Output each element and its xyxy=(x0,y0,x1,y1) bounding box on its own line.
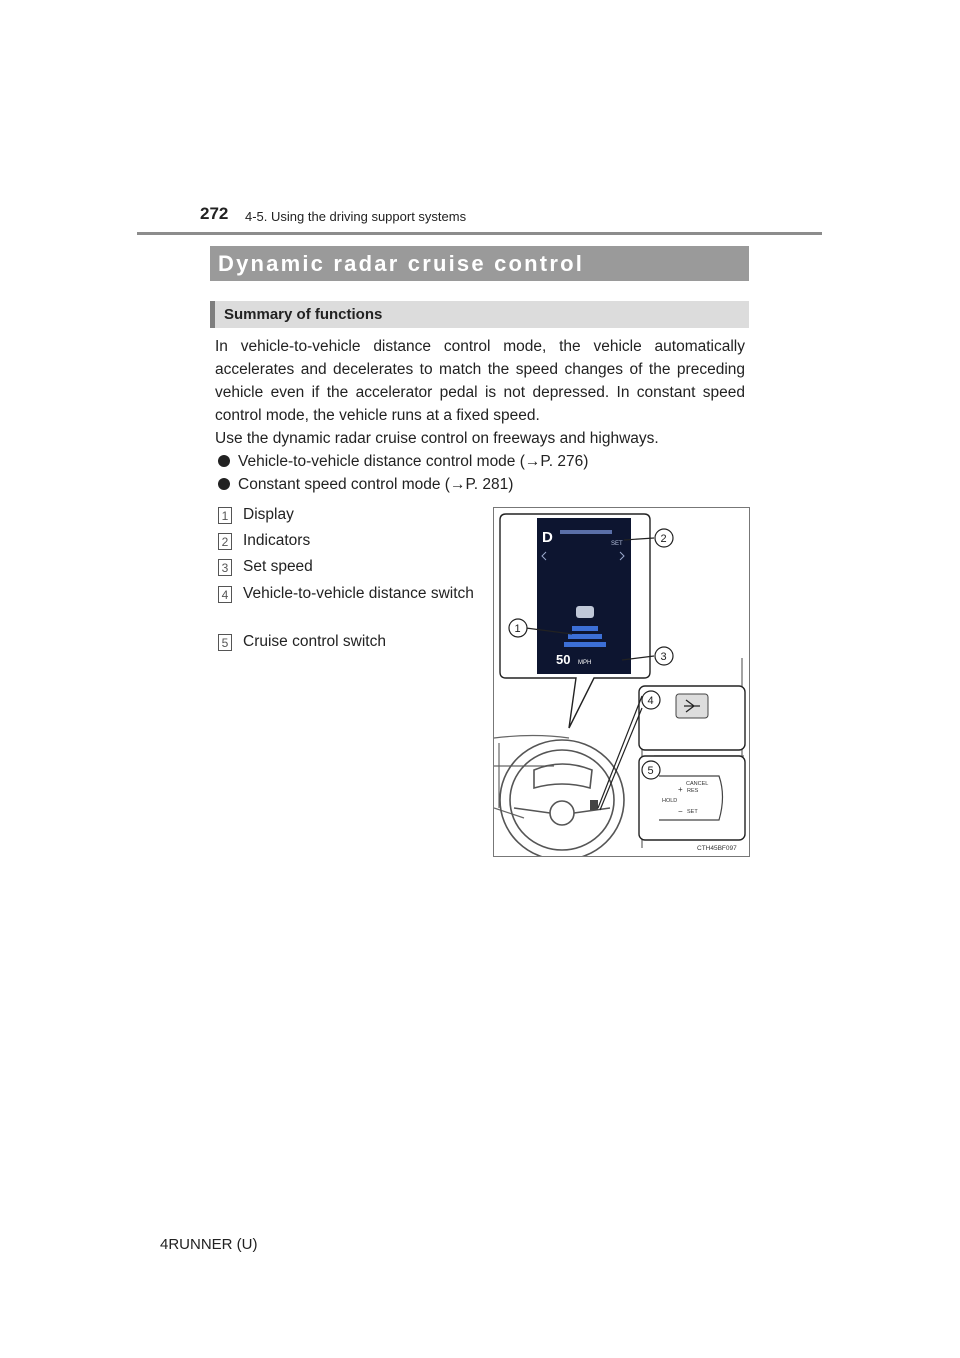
item-label-set-speed: Set speed xyxy=(243,558,313,575)
switch-label-hold: HOLD xyxy=(662,798,677,804)
page-number: 272 xyxy=(200,204,229,223)
item-label-distance-switch: Vehicle-to-vehicle distance switch xyxy=(243,585,474,602)
leader-lines xyxy=(525,537,655,811)
page-title: Dynamic radar cruise control xyxy=(218,250,585,276)
display-top-bar xyxy=(560,530,612,534)
callout-markers: 1 2 3 4 5 xyxy=(508,528,674,780)
item-number: 3 xyxy=(218,559,232,576)
switch-label-plus: + xyxy=(678,785,683,794)
bullet-text: Constant speed control mode (→P. 281) xyxy=(238,476,514,493)
item-number: 5 xyxy=(218,634,232,651)
cruise-control-figure: D SET 50 MPH CANCEL + RES HOLD − xyxy=(493,507,750,857)
display-gear: D xyxy=(542,529,553,546)
preceding-vehicle-icon xyxy=(576,606,594,618)
header-rule xyxy=(137,232,822,235)
usage-paragraph: Use the dynamic radar cruise control on … xyxy=(215,430,659,447)
item-number: 4 xyxy=(218,586,232,603)
callout-5: 5 xyxy=(648,765,654,777)
display-distance-bars xyxy=(564,626,606,647)
cruise-lever-outline xyxy=(659,775,724,821)
callout-2: 2 xyxy=(661,533,667,545)
multi-info-display xyxy=(537,518,631,674)
intro-paragraph: In vehicle-to-vehicle distance control m… xyxy=(215,338,745,424)
stalk-marker xyxy=(590,800,598,810)
figure-code: CTH45BF097 xyxy=(697,845,737,852)
item-label-indicators: Indicators xyxy=(243,532,311,549)
switch-label-cancel: CANCEL xyxy=(686,781,708,787)
switch-label-minus: − xyxy=(678,807,683,816)
bullet-dot-icon xyxy=(218,455,230,467)
display-callout-frame xyxy=(499,513,651,729)
bullet-item: Vehicle-to-vehicle distance control mode… xyxy=(218,453,588,471)
display-speed: 50 xyxy=(556,652,570,667)
title-bar: Dynamic radar cruise control xyxy=(210,246,749,281)
bullet-item: Constant speed control mode (→P. 281) xyxy=(218,476,513,494)
callout-4: 4 xyxy=(648,695,654,707)
subtitle-bar: Summary of functions xyxy=(210,301,749,328)
switch-label-set: SET xyxy=(687,809,698,815)
display-set-label: SET xyxy=(611,541,623,547)
cruise-switch-inset xyxy=(638,755,746,841)
display-icon-row xyxy=(541,551,625,561)
item-number: 1 xyxy=(218,507,232,524)
item-label-cruise-switch: Cruise control switch xyxy=(243,633,386,650)
bullet-text: Vehicle-to-vehicle distance control mode… xyxy=(238,453,589,470)
display-speed-unit: MPH xyxy=(578,660,591,666)
section-subtitle: Summary of functions xyxy=(224,306,383,323)
switch-label-res: RES xyxy=(687,788,699,794)
bullet-dot-icon xyxy=(218,478,230,490)
footer-model: 4RUNNER (U) xyxy=(160,1236,258,1253)
section-breadcrumb: 4-5. Using the driving support systems xyxy=(245,209,467,224)
callout-3: 3 xyxy=(661,651,667,663)
callout-1: 1 xyxy=(515,623,521,635)
dashboard-illustration: D SET 50 MPH CANCEL + RES HOLD − xyxy=(494,513,746,856)
steering-wheel xyxy=(499,739,625,856)
cruise-switch-labels: CANCEL + RES HOLD − SET xyxy=(662,781,708,816)
distance-switch-icon xyxy=(684,699,700,713)
item-number: 2 xyxy=(218,533,232,550)
item-label-display: Display xyxy=(243,506,294,523)
